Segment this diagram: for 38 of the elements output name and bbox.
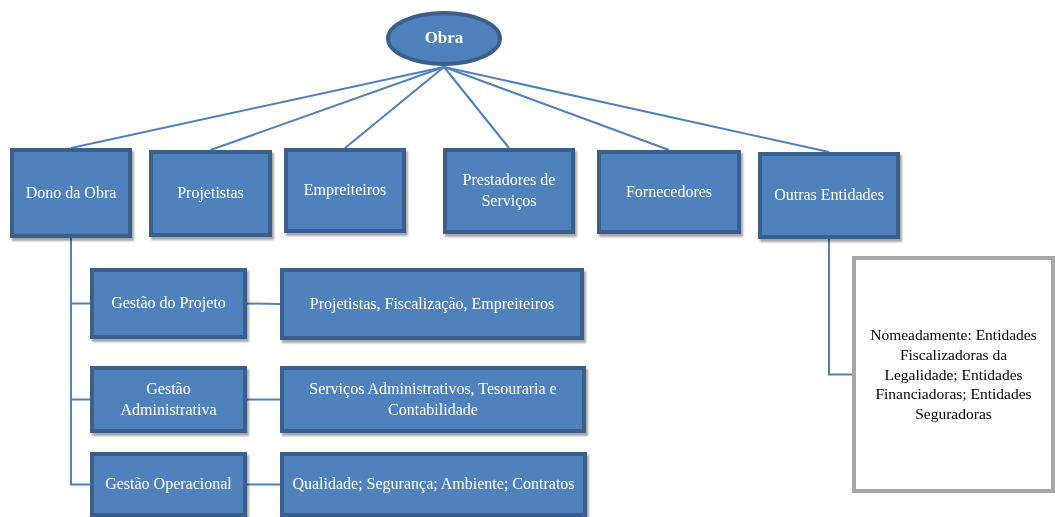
node-label: Empreiteiros: [303, 180, 387, 201]
note-box: [852, 256, 1055, 493]
node-label: Gestão Administrativa: [119, 378, 218, 420]
org-box: [284, 148, 406, 233]
org-box: [90, 366, 247, 433]
connector-line: [246, 398, 281, 401]
connector-line: [246, 302, 281, 305]
org-box: [443, 148, 575, 234]
connector-line: [443, 66, 830, 153]
connector-line: [246, 483, 281, 486]
connector-line: [344, 66, 445, 149]
connector-line: [828, 238, 853, 376]
org-box: [597, 150, 741, 234]
node-label: Nomeadamente: Entidades Fiscalizadoras da Legalidade; Entidades Financiadoras; Entidades Seguradoras: [869, 324, 1038, 425]
node-label: Dono da Obra: [25, 182, 117, 203]
node-label: Outras Entidades: [774, 185, 884, 206]
connector-line: [70, 237, 91, 486]
node-label: Fornecedores: [625, 181, 713, 202]
node-label: Gestão Operacional: [105, 474, 232, 495]
node-label: Obra: [424, 27, 464, 50]
connector-line: [443, 66, 510, 149]
org-box: [10, 148, 132, 238]
org-box: [280, 268, 584, 340]
node-label: Gestão do Projeto: [111, 293, 226, 314]
node-label: Projetistas: [177, 183, 244, 204]
org-box: [758, 152, 900, 239]
org-box: [280, 452, 587, 517]
connector-line: [443, 66, 670, 151]
node-label: Serviços Administrativos, Tesouraria e Contabilidade: [308, 378, 558, 420]
node-label: Prestadores de Serviços: [461, 170, 557, 212]
org-box: [90, 268, 247, 339]
node-label: Projetistas, Fiscalização, Empreiteiros: [309, 293, 555, 315]
node-label: Qualidade; Segurança; Ambiente; Contratos: [292, 474, 575, 495]
org-box: [90, 452, 247, 517]
org-box: [149, 150, 272, 237]
ellipse-node: [385, 10, 503, 67]
org-box: [280, 366, 586, 433]
connector-line: [209, 66, 445, 151]
